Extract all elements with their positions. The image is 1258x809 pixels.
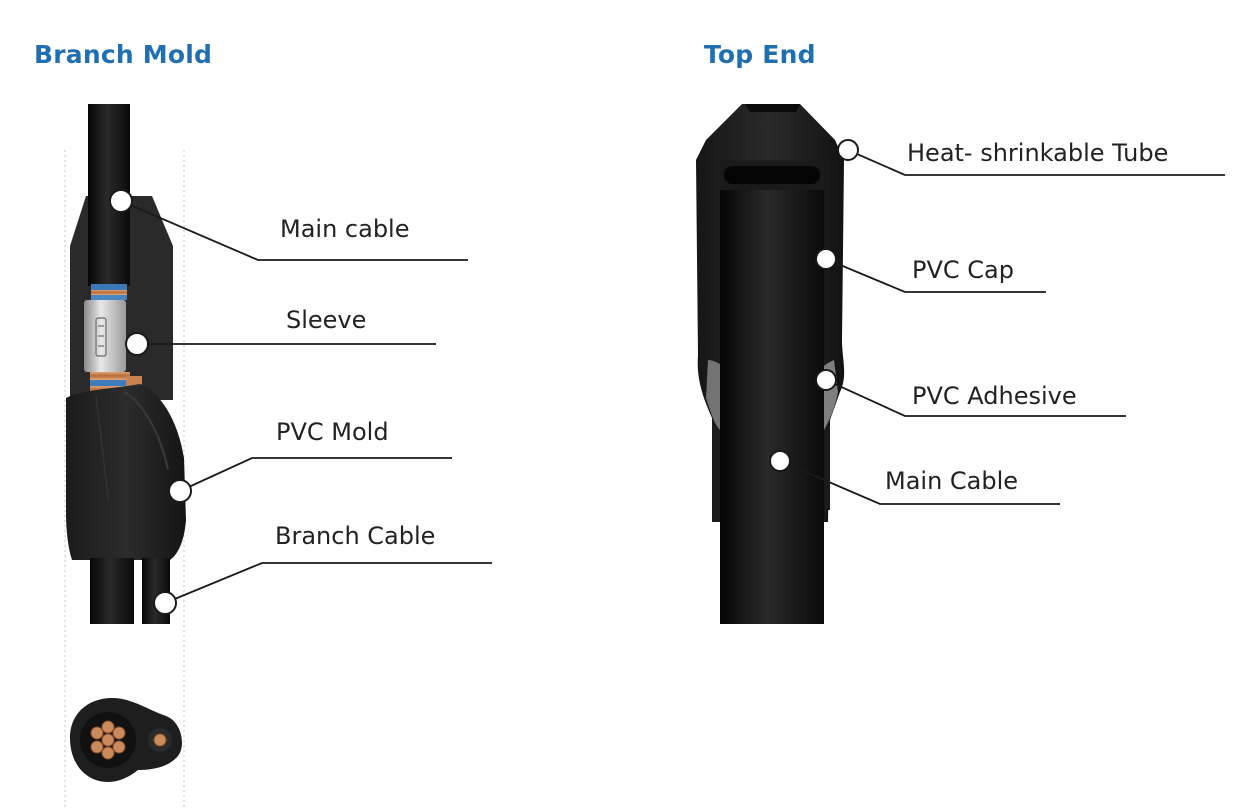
label-main-cable-right: Main Cable <box>885 467 1019 495</box>
insulation-rings-upper <box>91 284 127 300</box>
main-cable-lower <box>90 558 134 624</box>
branch-mold-title: Branch Mold <box>34 40 213 69</box>
leader-pvc-mold <box>179 457 452 492</box>
mold-contour-2 <box>95 395 109 501</box>
leader-branch-cable <box>164 562 492 604</box>
marker-branch-cable <box>153 591 177 615</box>
marker-main-cable <box>109 189 133 213</box>
branch-mold-markers <box>109 189 192 615</box>
marker-main-cable-right <box>769 450 791 472</box>
label-main-cable: Main cable <box>280 215 410 243</box>
branch-mold-leader-lines <box>120 200 492 604</box>
sleeve-connector <box>84 300 126 372</box>
mold-contour <box>123 391 169 471</box>
label-pvc-adhesive: PVC Adhesive <box>912 382 1077 410</box>
top-end-markers <box>769 139 859 472</box>
top-end-main-cable <box>720 190 824 624</box>
top-end-leader-lines <box>779 149 1225 505</box>
leader-pvc-adhesive <box>825 379 1126 417</box>
label-pvc-mold: PVC Mold <box>276 418 389 446</box>
leader-pvc-cap <box>825 258 1046 293</box>
marker-pvc-adhesive <box>815 369 837 391</box>
label-heat-shrinkable-tube: Heat- shrinkable Tube <box>907 139 1169 167</box>
leader-heat-shrinkable-tube <box>847 149 1225 176</box>
marker-pvc-cap <box>815 248 837 270</box>
leader-main-cable <box>120 200 468 261</box>
top-end-title: Top End <box>704 40 816 69</box>
label-branch-cable: Branch Cable <box>275 522 436 550</box>
pvc-adhesive-left <box>706 360 720 430</box>
label-sleeve: Sleeve <box>286 306 367 334</box>
tube-top-opening <box>745 104 800 112</box>
marker-heat-shrinkable-tube <box>837 139 859 161</box>
pvc-mold-body <box>66 384 186 560</box>
top-end-drawing <box>696 104 845 624</box>
marker-pvc-mold <box>168 479 192 503</box>
label-pvc-cap: PVC Cap <box>912 256 1014 284</box>
mold-cross-section <box>70 698 182 782</box>
sleeve-marks <box>95 317 107 357</box>
leader-main-cable-right <box>779 460 1060 505</box>
marker-sleeve <box>125 332 149 356</box>
pvc-cap-top-groove <box>724 166 820 184</box>
